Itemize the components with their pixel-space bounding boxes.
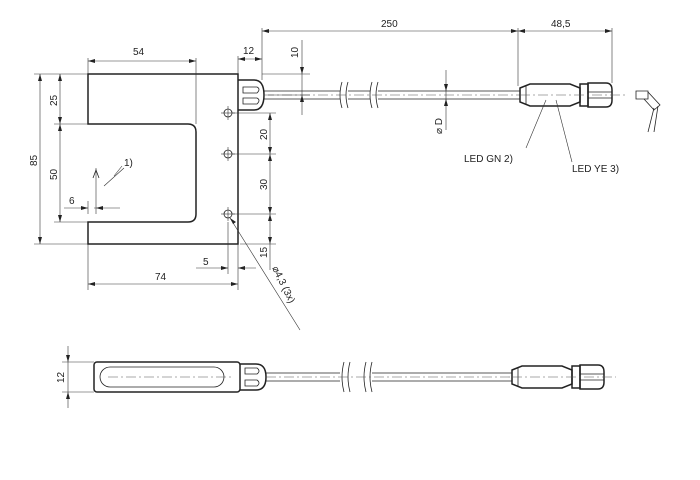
side-connector: [511, 364, 616, 390]
dim-10: 10: [290, 46, 301, 58]
dim-50: 50: [49, 168, 60, 180]
dim-250: 250: [381, 19, 398, 30]
side-body: [93, 361, 241, 393]
dim-12-top: 12: [243, 46, 255, 57]
dim-diameter-d: ⌀ D: [434, 118, 445, 134]
dim-hole-diameter: ⌀4,3 (3x): [269, 264, 296, 305]
cable-head: [238, 79, 265, 111]
side-cable-head: [240, 363, 267, 391]
led-green-label: LED GN 2): [464, 154, 513, 165]
dim-25: 25: [49, 94, 60, 106]
dim-12-side: 12: [56, 371, 67, 383]
dimension-lines: [34, 28, 613, 331]
mounting-holes: [221, 106, 235, 221]
led-yellow-label: LED YE 3): [572, 164, 619, 175]
dim-30: 30: [259, 178, 270, 190]
optical-axis-marker: [92, 167, 125, 214]
dim-85: 85: [29, 154, 40, 166]
dim-6: 6: [69, 196, 75, 207]
connector: [519, 82, 625, 108]
note-1-label: 1): [124, 158, 133, 169]
dim-5: 5: [203, 257, 209, 268]
dim-54: 54: [133, 47, 145, 58]
sensor-body-outline: [87, 73, 239, 245]
dim-74: 74: [155, 272, 167, 283]
dim-48-5: 48,5: [551, 19, 571, 30]
side-view: 12: [56, 346, 616, 408]
side-dimension-lines: [62, 346, 94, 408]
angled-connector-icon: [635, 90, 661, 133]
dim-15: 15: [259, 246, 270, 258]
side-cable: [266, 361, 512, 393]
top-view: 54 12 10 250 48,5 ⌀ D 85 25 50 6 20 30 1…: [29, 19, 661, 331]
dim-20: 20: [259, 128, 270, 140]
